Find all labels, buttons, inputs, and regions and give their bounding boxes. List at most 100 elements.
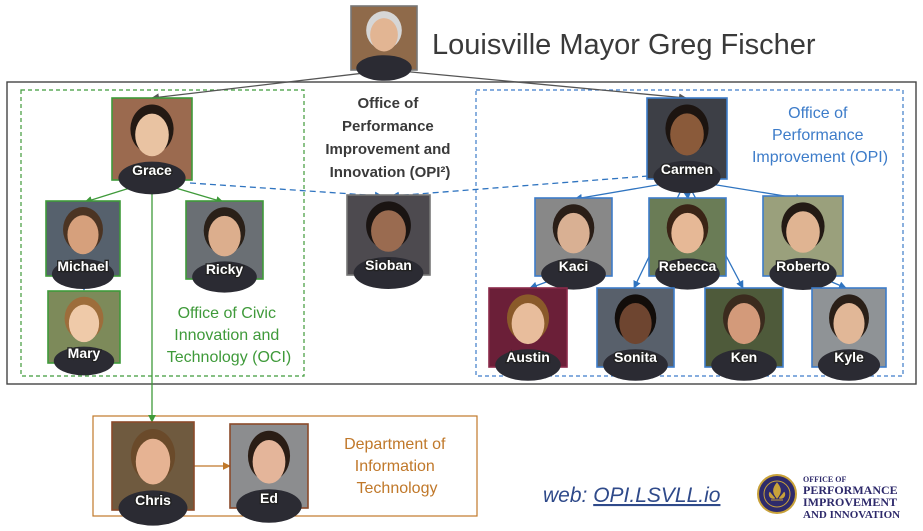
grace-face [135, 113, 169, 157]
sioban-face [371, 210, 406, 252]
opi-label-line-3: Improvement (OPI) [752, 149, 888, 166]
opi2-label-line-2: Performance [342, 118, 434, 135]
opi-label: Office of Performance Improvement (OPI) [752, 105, 888, 166]
person-mary: Mary [47, 290, 121, 376]
mary-shoulders [53, 346, 115, 376]
chris-name-label: Chris [135, 492, 171, 508]
person-ed: Ed [229, 423, 309, 523]
sonita-shoulders [603, 349, 668, 381]
person-sonita: Sonita [596, 287, 675, 381]
dit-label: Department of Information Technology [344, 436, 450, 497]
sioban-shoulders [353, 257, 424, 289]
ken-name-label: Ken [731, 349, 757, 365]
opi2-label-line-1: Office of [357, 95, 419, 112]
web-url[interactable]: OPI.LSVLL.io [593, 484, 721, 507]
roberto-face [786, 211, 820, 253]
grace-shoulders [118, 161, 186, 195]
michael-name-label: Michael [57, 258, 108, 274]
roberto-shoulders [769, 258, 837, 290]
mayor-to-grace-arrow [151, 69, 391, 102]
roberto-name-label: Roberto [776, 258, 830, 274]
mayor-shoulders [356, 55, 412, 81]
person-kyle: Kyle [811, 287, 887, 381]
logo-seal-inner [763, 480, 791, 508]
dit-label-line-1: Department of [344, 436, 446, 453]
oci-label: Office of Civic Innovation and Technolog… [167, 305, 292, 366]
grace-to-sioban-arrow [189, 182, 383, 200]
kaci-name-label: Kaci [559, 258, 589, 274]
logo-line-3: IMPROVEMENT [803, 495, 897, 509]
person-michael: Michael [45, 200, 121, 289]
chris-shoulders [118, 490, 188, 526]
austin-shoulders [495, 349, 561, 381]
dit-label-line-3: Technology [357, 480, 438, 497]
opi2-outer-frame [6, 81, 917, 385]
carmen-to-sioban-arrow [391, 175, 649, 200]
oci-label-line-3: Technology (OCI) [167, 349, 292, 366]
person-chris: Chris [111, 421, 195, 526]
carmen-name-label: Carmen [661, 161, 713, 177]
carmen-face [670, 113, 704, 156]
person-mayor [350, 5, 418, 81]
ricky-face [208, 215, 241, 257]
grace-name-label: Grace [132, 162, 172, 178]
ed-face [252, 439, 286, 484]
sioban-name-label: Sioban [365, 257, 412, 273]
opi-logo: OFFICE OF PERFORMANCE IMPROVEMENT AND IN… [757, 474, 900, 521]
logo-line-2: PERFORMANCE [803, 483, 898, 497]
page-title: Louisville Mayor Greg Fischer [432, 29, 816, 61]
michael-shoulders [51, 259, 115, 289]
person-roberto: Roberto [762, 195, 844, 290]
opi-label-line-1: Office of [788, 105, 848, 122]
oci-label-line-2: Innovation and [174, 327, 279, 344]
person-carmen: Carmen [646, 97, 728, 194]
rebecca-shoulders [655, 258, 720, 290]
ken-shoulders [711, 349, 777, 381]
chris-face [135, 438, 171, 485]
mary-face [68, 304, 100, 343]
rebecca-face [671, 212, 704, 254]
fleur-de-lis-icon [768, 482, 786, 501]
logo-line-1: OFFICE OF [803, 475, 846, 484]
rebecca-name-label: Rebecca [659, 258, 717, 274]
person-sioban: Sioban [346, 194, 431, 289]
opi2-label-line-3: Improvement and [325, 141, 450, 158]
mary-name-label: Mary [68, 345, 101, 361]
sonita-face [619, 303, 652, 345]
mayor-to-carmen-arrow [389, 69, 687, 102]
michael-face [67, 215, 99, 255]
mayor-face [370, 18, 398, 52]
person-kaci: Kaci [534, 197, 613, 290]
ed-shoulders [236, 489, 302, 523]
person-austin: Austin [488, 287, 568, 381]
ricky-name-label: Ricky [206, 261, 244, 277]
kyle-face [833, 303, 865, 345]
carmen-shoulders [653, 160, 721, 194]
web-prefix: web: [543, 484, 593, 507]
opi-label-line-2: Performance [772, 127, 864, 144]
sonita-name-label: Sonita [614, 349, 657, 365]
kaci-face [557, 212, 590, 254]
kyle-shoulders [817, 349, 881, 381]
web-link[interactable]: web: OPI.LSVLL.io [543, 484, 721, 507]
person-grace: Grace [111, 97, 193, 195]
ed-name-label: Ed [260, 490, 278, 506]
opi2-label-line-4: Innovation (OPI²) [330, 164, 451, 181]
kyle-name-label: Kyle [834, 349, 864, 365]
ricky-shoulders [192, 261, 257, 293]
kaci-shoulders [541, 258, 606, 290]
logo-line-4: AND INNOVATION [803, 509, 900, 521]
austin-name-label: Austin [506, 349, 550, 365]
opi2-label: Office of Performance Improvement and In… [325, 95, 454, 181]
ken-face [727, 303, 761, 345]
dit-label-line-2: Information [355, 458, 435, 475]
opi-frame [475, 89, 904, 377]
person-ken: Ken [704, 287, 784, 381]
oci-label-line-1: Office of Civic [178, 305, 276, 322]
austin-face [511, 303, 545, 345]
person-rebecca: Rebecca [648, 197, 727, 290]
oci-frame [20, 89, 305, 377]
person-ricky: Ricky [185, 200, 264, 293]
